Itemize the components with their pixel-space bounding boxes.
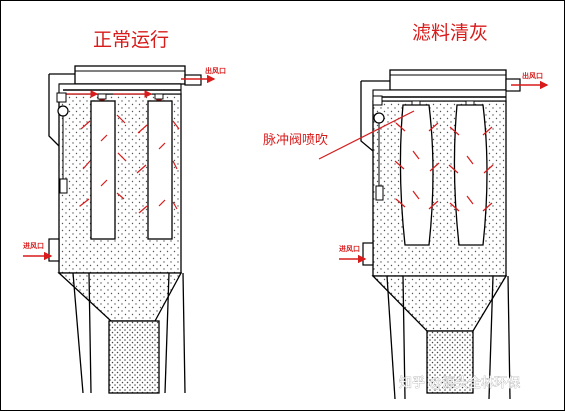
left-hopper (57, 272, 183, 322)
left-pulse-valve (57, 105, 69, 117)
left-airflow-arrows (79, 114, 180, 214)
left-title: 正常运行 (93, 29, 169, 51)
right-filter-bag-2 (453, 104, 488, 246)
right-title: 滤料清灰 (412, 22, 488, 44)
right-filter-bag-1 (399, 104, 434, 246)
right-dust-bin (426, 330, 474, 394)
right-tube-sheet (372, 89, 507, 102)
watermark: 知乎 @源头全林环保 (399, 375, 520, 391)
right-air-tank (375, 185, 384, 201)
left-inlet-duct (48, 238, 60, 262)
right-outlet-label: 出风口 (522, 71, 543, 80)
left-filter-bag-1 (90, 100, 116, 240)
right-pulse-valve (373, 112, 385, 124)
left-air-tank (59, 178, 68, 194)
left-outlet-label: 出风口 (205, 66, 226, 75)
left-outlet-duct (184, 74, 202, 86)
left-filter-bag-2 (147, 100, 173, 240)
right-cleaning-arrows (394, 122, 494, 212)
left-tube-sheet (58, 83, 182, 95)
left-clean-air-plenum (74, 65, 186, 85)
right-inlet-label: 进风口 (339, 244, 360, 253)
right-valve-box (372, 95, 383, 106)
pulse-callout-line (318, 110, 415, 160)
right-clean-air-plenum (389, 69, 507, 91)
left-collector: 正常运行 出风口 进风口 (23, 29, 226, 394)
right-hopper (371, 275, 508, 332)
pulse-callout-label: 脉冲阀喷吹 (263, 133, 328, 148)
left-nozzle-1 (97, 93, 107, 100)
left-dust-bin (108, 320, 160, 394)
right-inlet-duct (362, 242, 374, 266)
right-collector: 滤料清灰 出风口 (263, 22, 549, 400)
left-nozzle-2 (154, 93, 164, 100)
left-inlet-label: 进风口 (23, 241, 44, 250)
left-valve-box (56, 92, 67, 103)
